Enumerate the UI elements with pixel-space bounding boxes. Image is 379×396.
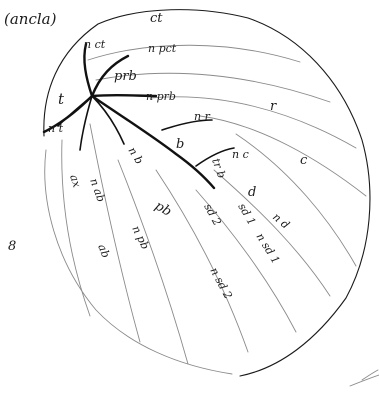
- label-n-b: n b: [125, 145, 145, 167]
- label-ab: ab: [95, 242, 112, 259]
- label-stray-mark: 8: [8, 239, 16, 254]
- fold-line-pb: [118, 160, 188, 364]
- label-n-r: n r: [194, 110, 211, 123]
- label-c: c: [300, 153, 308, 168]
- label-ax: ax: [67, 173, 84, 190]
- fold-line-r: [200, 116, 366, 196]
- label-n-sd-1: n sd 1: [253, 231, 282, 267]
- label-t: t: [58, 90, 65, 108]
- label-n-ab: n ab: [87, 177, 107, 204]
- label-tr-b: tr b: [209, 157, 228, 180]
- label-n-prb: n prb: [146, 90, 176, 103]
- label-prb: prb: [114, 69, 137, 84]
- fold-line-ax: [62, 140, 90, 316]
- label-n-t: n t: [48, 122, 64, 135]
- label-d: d: [248, 185, 256, 200]
- label-n-pb: n pb: [129, 224, 151, 252]
- label-r: r: [270, 99, 277, 114]
- label-n-ct: n ct: [84, 38, 106, 51]
- label-b: b: [176, 137, 184, 152]
- label-n-pct: n pct: [148, 42, 177, 55]
- label-n-d: n d: [270, 210, 292, 231]
- margin-fragment-2: [350, 375, 379, 386]
- label-sd-2: sd 2: [201, 201, 223, 228]
- label-n-sd-2: n sd 2: [207, 265, 234, 301]
- label-pb: pb: [152, 198, 174, 219]
- diagram-title: (ancla): [4, 10, 57, 28]
- vein-n-b: [92, 96, 124, 144]
- label-sd-1: sd 1: [235, 201, 258, 228]
- label-n-c: n c: [232, 148, 249, 161]
- label-ct: ct: [150, 11, 163, 26]
- fold-line-c: [236, 134, 356, 266]
- vein-n-ct: [84, 44, 92, 96]
